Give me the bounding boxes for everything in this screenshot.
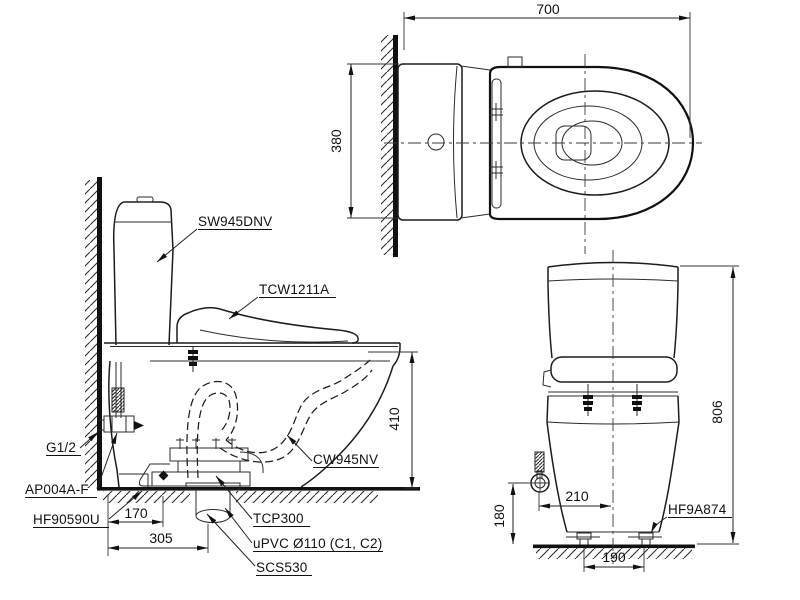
dim-tank-width: 380 (328, 63, 399, 219)
side-tab (542, 369, 552, 388)
spout-arrow-icon (134, 421, 144, 430)
seat-fixing-bolt (188, 347, 198, 372)
label-bolt-cap: HF9A874 (668, 502, 727, 517)
top-view: 700 380 (328, 1, 702, 257)
label-connector: TCP300 (253, 511, 304, 526)
dim-bolt-spacing: 190 (583, 548, 645, 572)
lid-button (507, 56, 523, 68)
label-seat: TCW1211A (259, 282, 329, 297)
side-labels: SW945DNV TCW1211A CW945NV G1/2 AP004A-F … (25, 214, 383, 576)
rear-seat-lid (542, 356, 678, 388)
dim-rim-height: 410 (368, 351, 418, 489)
side-seat (176, 306, 359, 344)
supply-hole (427, 133, 445, 151)
label-inlet-thread: G1/2 (46, 440, 76, 455)
dim-180: 180 (491, 504, 507, 528)
wall-hatch (85, 180, 97, 488)
label-socket: SCS530 (256, 560, 307, 575)
bolt-cap-dot (158, 470, 169, 481)
rear-valve (530, 451, 550, 493)
dim-210: 210 (565, 488, 589, 504)
side-tank (112, 196, 174, 346)
dim-overall-depth: 700 (403, 1, 691, 138)
hinge-bolts (489, 103, 503, 179)
dim-valve-height: 180 (491, 482, 530, 544)
rear-feet (566, 532, 662, 547)
label-floor-fixing: HF90590U (33, 512, 100, 527)
label-tank: SW945DNV (198, 214, 272, 229)
dim-valve-offset: 210 (538, 488, 611, 511)
supply-valve (98, 362, 144, 433)
dim-305: 305 (149, 530, 173, 546)
dim-overall-height: 806 (680, 265, 739, 545)
dim-offsets: 170 305 (107, 494, 209, 556)
floor-hatch (236, 491, 378, 503)
rear-bolts (583, 384, 642, 416)
rear-labels: HF9A874 (650, 502, 732, 534)
wall-hatch (381, 35, 393, 255)
top-seat (488, 56, 695, 221)
rear-view: 806 180 210 190 HF9A874 (491, 250, 739, 572)
floor-hatch (536, 548, 692, 559)
wall-line (97, 177, 102, 490)
wall-line (393, 35, 398, 257)
dim-170: 170 (124, 505, 148, 521)
dim-700: 700 (536, 1, 560, 17)
trapway-dashed (186, 359, 373, 479)
side-view: 410 170 305 SW945DNV TCW1211A CW945NV G1… (25, 177, 420, 576)
side-bowl (104, 342, 401, 488)
dim-380: 380 (328, 129, 344, 153)
dim-806: 806 (709, 400, 725, 424)
label-bowl: CW945NV (313, 452, 378, 467)
dim-410: 410 (386, 407, 402, 431)
label-drain-pipe: uPVC Ø110 (C1, C2) (253, 536, 382, 551)
floor-hatch (103, 491, 190, 503)
floor-line (533, 544, 695, 549)
valve-handle (111, 387, 125, 413)
dim-190: 190 (602, 549, 626, 565)
label-angle-valve: AP004A-F (25, 482, 89, 497)
floor-line (97, 487, 420, 491)
top-tank (397, 63, 491, 221)
